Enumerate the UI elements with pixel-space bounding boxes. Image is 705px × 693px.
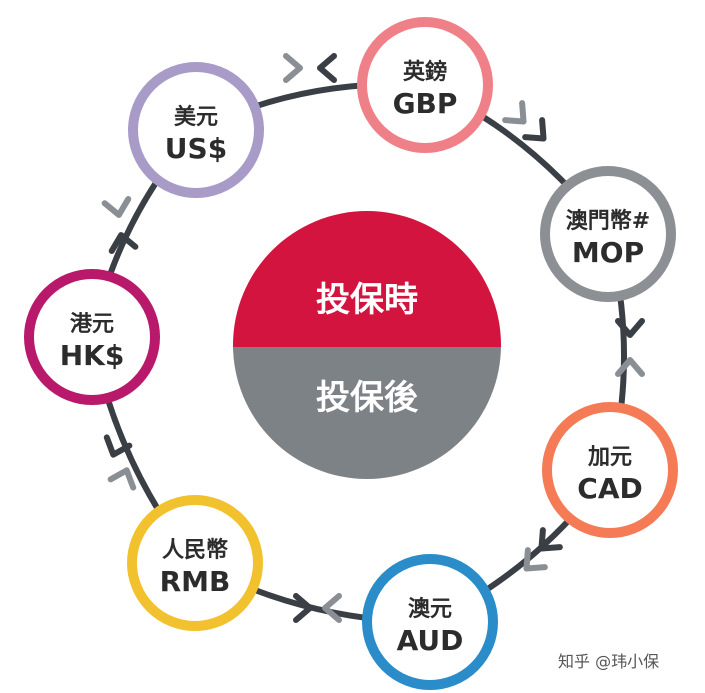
currency-code: HK$ <box>60 339 125 372</box>
chevron-arrow-icon <box>101 196 132 218</box>
chevron-arrow-icon <box>502 100 527 125</box>
center-top-half <box>233 211 501 347</box>
arrow-markers <box>101 53 645 623</box>
chevron-arrow-icon <box>523 547 548 572</box>
currency-code: AUD <box>397 624 464 657</box>
currency-code: GBP <box>393 87 458 120</box>
currency-code: RMB <box>160 565 231 598</box>
currency-code: CAD <box>577 472 642 505</box>
currency-node-ring <box>128 62 264 198</box>
chevron-arrow-icon <box>538 527 563 552</box>
currency-node-ring <box>362 554 498 690</box>
currency-name: 澳門幣# <box>566 208 650 234</box>
currency-node-ring <box>24 269 160 405</box>
currency-node-ring <box>540 166 676 302</box>
chevron-arrow-icon <box>103 434 133 458</box>
chevron-arrow-icon <box>107 467 137 491</box>
chevron-arrow-icon <box>293 593 313 623</box>
currency-code: MOP <box>572 236 644 269</box>
currency-code: US$ <box>165 132 227 165</box>
currency-name: 英鎊 <box>403 59 447 85</box>
chevron-arrow-icon <box>283 53 303 83</box>
chevron-arrow-icon <box>322 593 342 623</box>
currency-name: 美元 <box>174 104 218 130</box>
center-circle: 投保時 投保後 <box>233 211 501 479</box>
chevron-arrow-icon <box>615 357 645 377</box>
watermark: 知乎 @玮小保 <box>558 652 659 671</box>
currency-node-ring <box>127 495 263 631</box>
currency-node-ring <box>542 402 678 538</box>
currency-name: 加元 <box>587 445 632 470</box>
currency-node-mop: 澳門幣#MOP <box>540 166 676 302</box>
chevron-arrow-icon <box>317 53 337 83</box>
currency-name: 人民幣 <box>162 537 228 563</box>
center-bottom-label: 投保後 <box>316 378 419 418</box>
center-top-label: 投保時 <box>316 280 418 320</box>
chevron-arrow-icon <box>615 318 645 338</box>
chevron-arrow-icon <box>108 232 139 254</box>
currency-name: 澳元 <box>408 596 452 622</box>
currency-node-ring <box>357 17 493 153</box>
currency-name: 港元 <box>70 312 114 337</box>
chevron-arrow-icon <box>522 117 547 142</box>
